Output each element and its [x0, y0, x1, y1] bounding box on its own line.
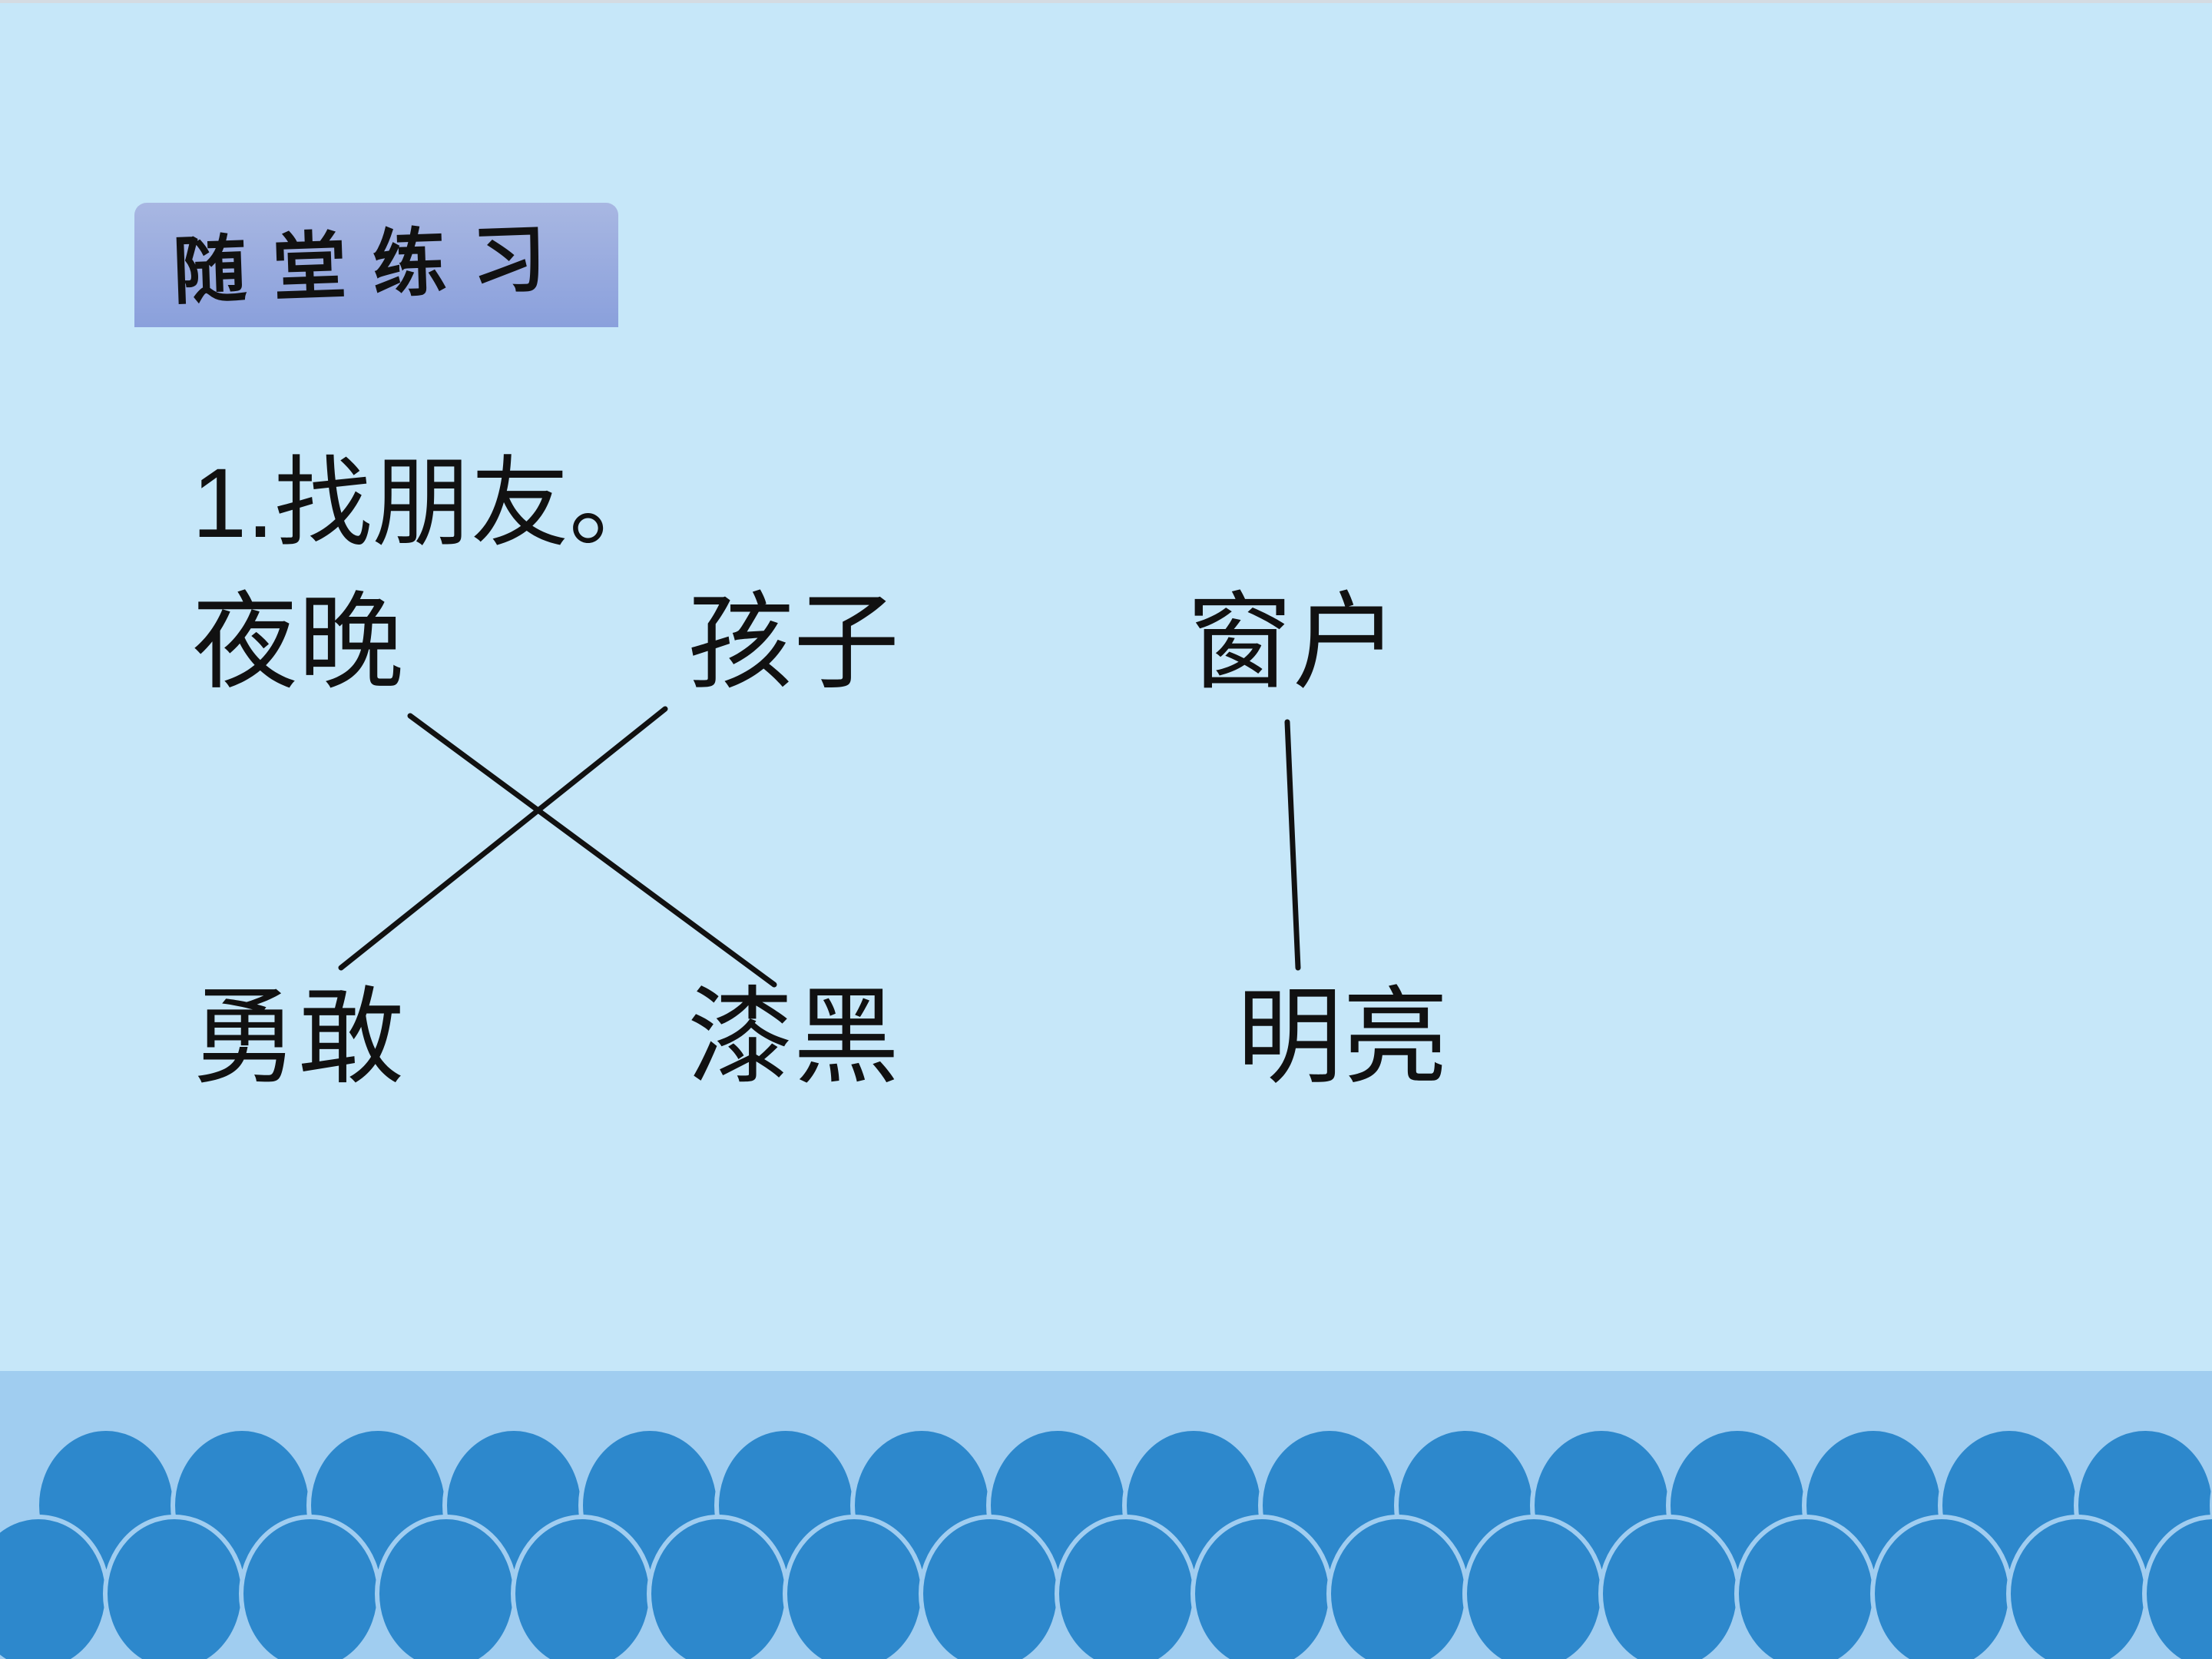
match-line-3 — [1284, 719, 1301, 971]
word-top-2: 孩子 — [687, 581, 900, 704]
wave-row-front — [0, 1515, 2212, 1659]
wave-scallop — [1870, 1515, 2013, 1659]
section-header-tab: 随堂练习 — [134, 203, 618, 327]
match-line-2 — [338, 706, 668, 971]
word-bottom-1: 勇敢 — [192, 975, 405, 1099]
wave-scallop — [1055, 1515, 1197, 1659]
word-bottom-3: 明亮 — [1237, 975, 1449, 1099]
word-top-3: 窗户 — [1187, 581, 1399, 704]
wave-scallop — [103, 1515, 246, 1659]
wave-scallop — [1598, 1515, 1741, 1659]
word-bottom-2: 漆黑 — [687, 975, 900, 1099]
wave-scallop — [783, 1515, 926, 1659]
wave-scallop — [1326, 1515, 1469, 1659]
wave-scallop — [1190, 1515, 1333, 1659]
wave-scallop — [2142, 1515, 2212, 1659]
wave-scallop — [375, 1515, 518, 1659]
wave-scallop — [1462, 1515, 1605, 1659]
wave-scallop — [2006, 1515, 2149, 1659]
wave-scallop — [511, 1515, 654, 1659]
wave-scallop — [647, 1515, 790, 1659]
word-top-1: 夜晚 — [192, 581, 405, 704]
wave-scallop — [239, 1515, 382, 1659]
question-title: 1.找朋友。 — [192, 449, 667, 558]
wave-footer — [0, 1371, 2212, 1659]
wave-scallop — [919, 1515, 1061, 1659]
match-line-1 — [407, 713, 777, 988]
wave-scallop — [1734, 1515, 1877, 1659]
top-border — [0, 0, 2212, 3]
